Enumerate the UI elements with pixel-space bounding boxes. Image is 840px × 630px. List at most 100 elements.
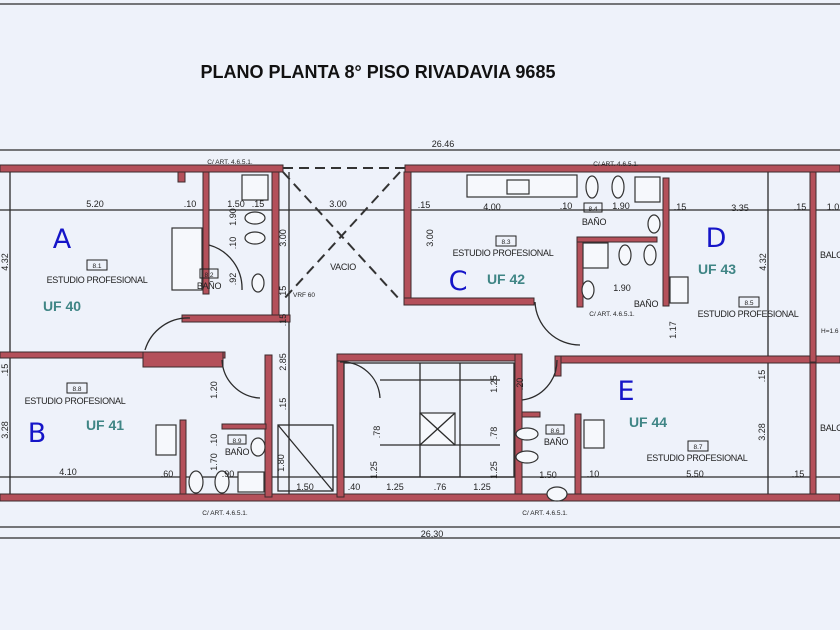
svg-text:.15: .15 xyxy=(278,398,288,411)
svg-text:.10: .10 xyxy=(209,434,219,447)
room-name: ESTUDIO PROFESIONAL xyxy=(453,248,554,258)
svg-text:.10: .10 xyxy=(228,237,238,250)
svg-text:8.2: 8.2 xyxy=(204,272,213,279)
plan-title: PLANO PLANTA 8° PISO RIVADAVIA 9685 xyxy=(201,62,556,82)
washbasin-icon xyxy=(546,486,568,502)
svg-text:.15: .15 xyxy=(0,364,10,377)
washbasin-icon xyxy=(250,437,266,457)
bath-labels: 8.2 BAÑO 8.4 BAÑO 8.9 BAÑO 8.6 BAÑO BAÑO xyxy=(197,202,659,457)
code-reference: C/ ART. 4.6.5.1. xyxy=(593,161,639,168)
bidet-icon xyxy=(214,470,230,494)
svg-text:8.4: 8.4 xyxy=(588,206,597,213)
svg-text:.76: .76 xyxy=(434,482,447,492)
shower-icon xyxy=(237,471,265,493)
bidet-icon xyxy=(611,175,625,199)
unit-letter: D xyxy=(706,223,727,254)
overall-dim-top: 26.46 xyxy=(432,139,455,149)
unit-c: C 8.3 ESTUDIO PROFESIONAL UF 42 xyxy=(449,235,554,297)
svg-text:1.90: 1.90 xyxy=(612,201,630,211)
kitchen-sink-icon xyxy=(583,419,605,449)
svg-text:.92: .92 xyxy=(228,273,238,286)
svg-text:1.25: 1.25 xyxy=(473,482,491,492)
svg-text:5.20: 5.20 xyxy=(86,199,104,209)
svg-text:BAÑO: BAÑO xyxy=(197,281,222,291)
svg-text:1.80: 1.80 xyxy=(276,454,286,472)
toilet-icon xyxy=(244,211,266,225)
svg-text:3.28: 3.28 xyxy=(0,421,10,439)
svg-text:1.50: 1.50 xyxy=(296,482,314,492)
svg-text:BAÑO: BAÑO xyxy=(634,299,659,309)
balcony-label: BALC xyxy=(820,250,840,260)
room-number: 8.8 xyxy=(72,386,81,393)
svg-text:.15: .15 xyxy=(792,469,805,479)
unit-letter: C xyxy=(449,266,468,297)
svg-text:4.32: 4.32 xyxy=(758,253,768,271)
doors xyxy=(144,244,581,401)
svg-text:BAÑO: BAÑO xyxy=(582,217,607,227)
uf-label: UF 44 xyxy=(629,414,667,430)
svg-text:1.20: 1.20 xyxy=(209,381,219,399)
room-number: 8.7 xyxy=(693,444,702,451)
toilet-icon xyxy=(188,470,204,494)
unit-b: B 8.8 ESTUDIO PROFESIONAL UF 41 xyxy=(25,382,126,449)
svg-text:1.0: 1.0 xyxy=(827,202,840,212)
svg-text:2.85: 2.85 xyxy=(278,353,288,371)
svg-text:.40: .40 xyxy=(348,482,361,492)
svg-text:.60: .60 xyxy=(161,469,174,479)
stair-core xyxy=(343,362,515,478)
svg-text:.15: .15 xyxy=(794,202,807,212)
svg-text:.15: .15 xyxy=(278,286,288,299)
room-name: ESTUDIO PROFESIONAL xyxy=(698,309,799,319)
unit-letter: E xyxy=(617,376,634,407)
room-name: ESTUDIO PROFESIONAL xyxy=(25,396,126,406)
svg-text:.10: .10 xyxy=(560,201,573,211)
svg-text:3.00: 3.00 xyxy=(278,229,288,247)
svg-text:.78: .78 xyxy=(372,426,382,439)
svg-text:.78: .78 xyxy=(489,427,499,440)
room-number: 8.5 xyxy=(744,300,753,307)
toilet-icon xyxy=(618,244,632,266)
shower-icon xyxy=(241,174,269,201)
balcony-label: BALC xyxy=(820,423,840,433)
kitchen-sink-icon xyxy=(155,424,177,456)
svg-text:1.25: 1.25 xyxy=(386,482,404,492)
svg-text:.15: .15 xyxy=(278,314,288,327)
svg-text:1.25: 1.25 xyxy=(369,461,379,479)
svg-text:1.50: 1.50 xyxy=(227,199,245,209)
svg-text:8.6: 8.6 xyxy=(550,428,559,435)
toilet-icon xyxy=(585,175,599,199)
unit-letter: A xyxy=(53,224,72,255)
elevator-shaft xyxy=(277,424,334,492)
unit-a: A 8.1 ESTUDIO PROFESIONAL UF 40 xyxy=(43,224,148,314)
uf-label: UF 42 xyxy=(487,271,525,287)
unit-e: E UF 44 8.7 ESTUDIO PROFESIONAL xyxy=(617,376,748,463)
dimension-labels: 5.20 .10 1.50 .15 3.00 4.32 1.90 .10 .92… xyxy=(0,199,839,492)
svg-text:5.50: 5.50 xyxy=(686,469,704,479)
room-number: 8.3 xyxy=(501,239,510,246)
room-name: ESTUDIO PROFESIONAL xyxy=(647,453,748,463)
svg-text:1.90: 1.90 xyxy=(613,283,631,293)
svg-text:.15: .15 xyxy=(418,200,431,210)
svg-text:BAÑO: BAÑO xyxy=(544,437,569,447)
svg-text:.20: .20 xyxy=(515,378,525,391)
unit-letter: B xyxy=(28,418,47,449)
svg-text:4.10: 4.10 xyxy=(59,467,77,477)
code-reference: C/ ART. 4.6.5.1. xyxy=(202,510,248,517)
svg-text:1.17: 1.17 xyxy=(668,321,678,339)
bidet-icon xyxy=(643,244,657,266)
svg-text:.15: .15 xyxy=(757,370,767,383)
svg-text:1.25: 1.25 xyxy=(489,375,499,393)
vrf-label: VRF 60 xyxy=(293,292,315,299)
walls xyxy=(0,164,840,502)
code-reference: C/ ART. 4.6.5.1. xyxy=(522,510,568,517)
svg-text:.10: .10 xyxy=(587,469,600,479)
overall-dim-bottom: 26,30 xyxy=(421,529,444,539)
kitchen-sink-icon xyxy=(669,276,689,304)
room-name: ESTUDIO PROFESIONAL xyxy=(47,275,148,285)
svg-text:3.00: 3.00 xyxy=(425,229,435,247)
kitchen-sink-icon xyxy=(506,179,530,195)
void-shaft xyxy=(282,167,405,301)
fixtures xyxy=(155,174,689,502)
svg-text:.10: .10 xyxy=(184,199,197,209)
